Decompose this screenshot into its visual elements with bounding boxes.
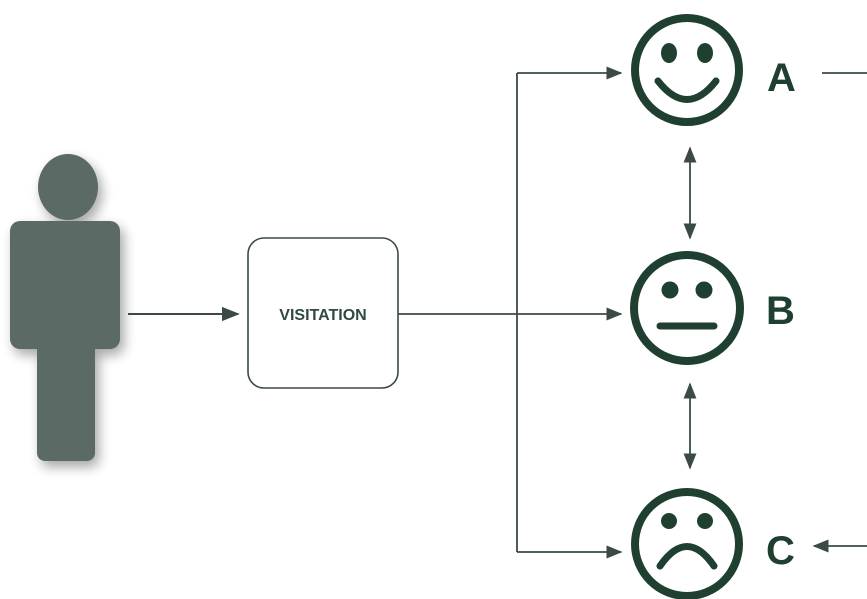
outcome-label-b: B xyxy=(766,289,795,333)
person-icon xyxy=(10,154,120,461)
neutral-face-icon xyxy=(630,251,744,365)
sad-face-icon xyxy=(631,488,743,599)
visitation-box: VISITATION xyxy=(247,237,399,389)
happy-face-icon xyxy=(631,14,743,126)
visitation-label: VISITATION xyxy=(279,307,366,324)
outcome-label-c: C xyxy=(766,529,795,573)
outcome-label-a: A xyxy=(767,56,796,100)
